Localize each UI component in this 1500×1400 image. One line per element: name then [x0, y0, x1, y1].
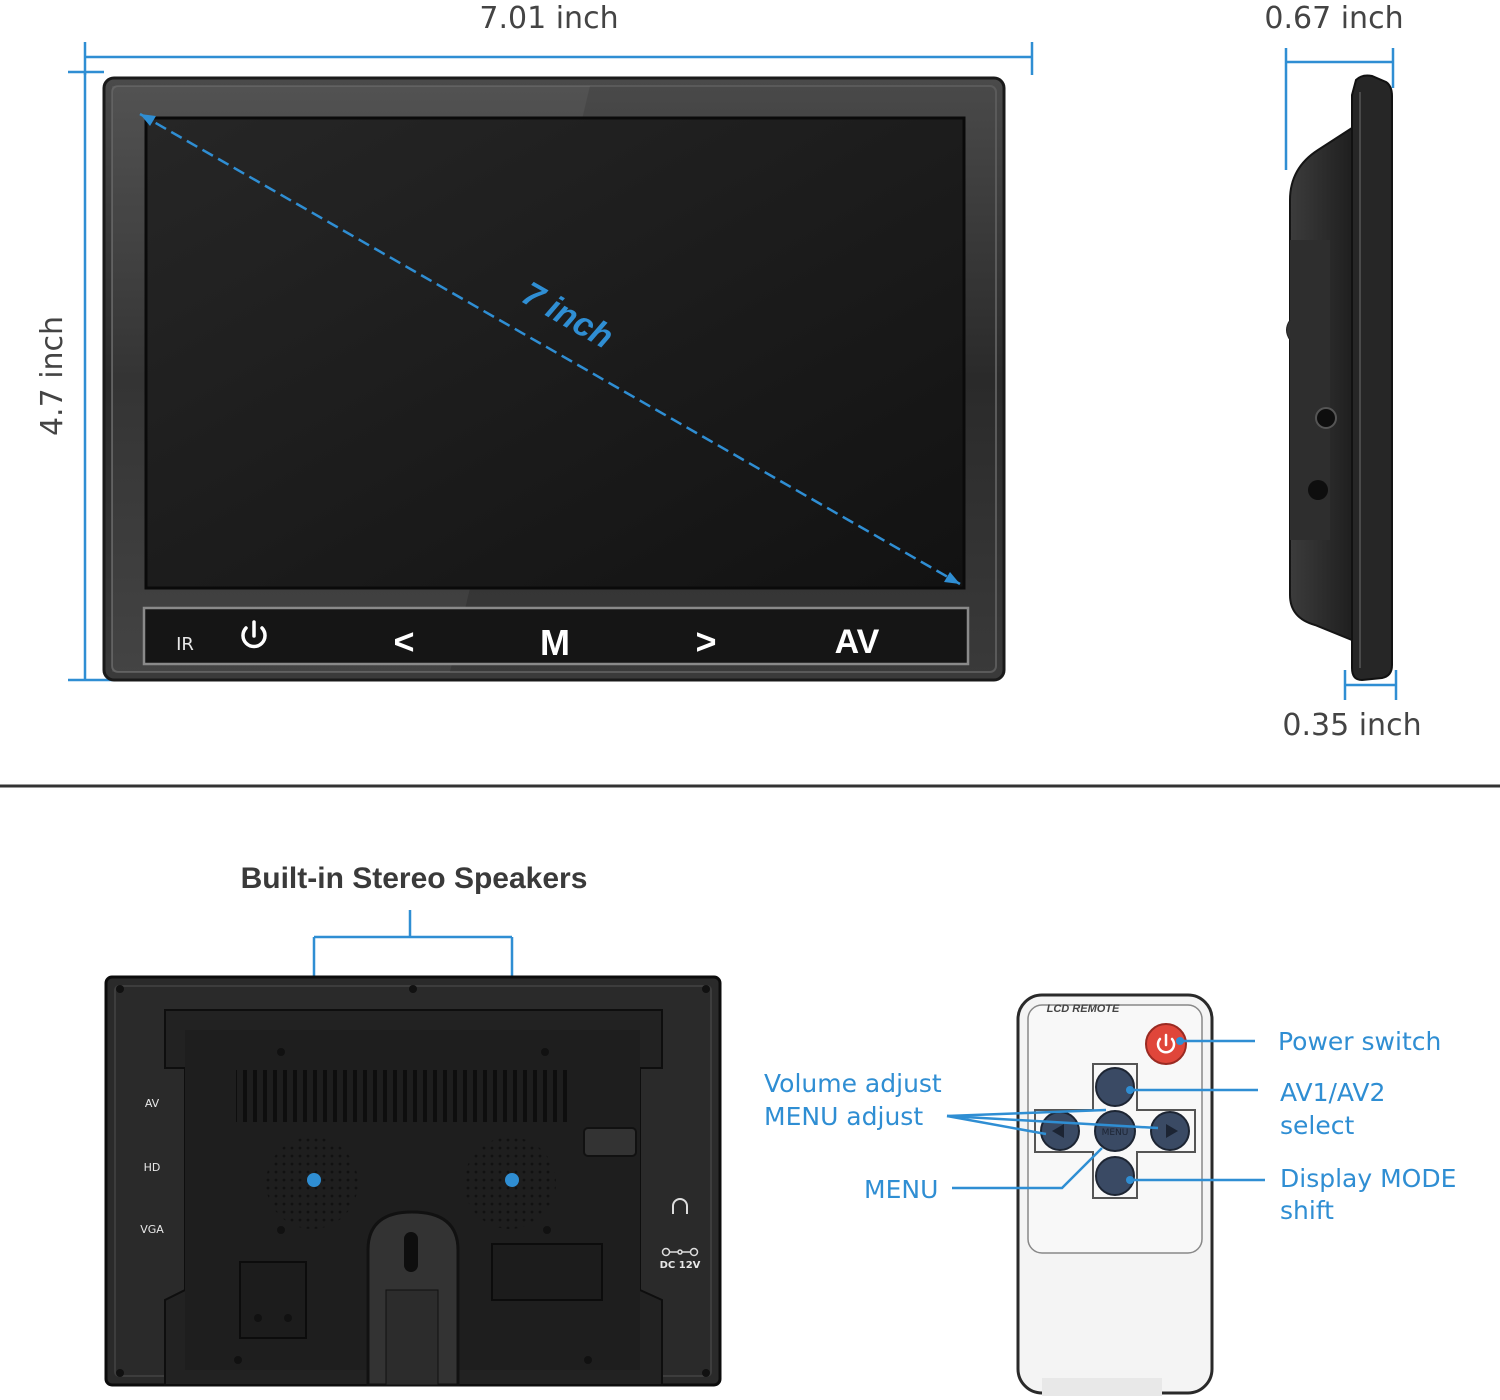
- diagonal-dimension-line: [139, 112, 961, 586]
- remote-menu-label: MENU: [1102, 1128, 1129, 1138]
- callout-av-select-line1: AV1/AV2: [1280, 1078, 1385, 1107]
- callout-volume-line1: Volume adjust: [764, 1069, 942, 1098]
- headphone-icon: [672, 1198, 688, 1214]
- power-icon: [241, 620, 267, 649]
- width-dimension-line: [83, 42, 1034, 75]
- depth-dimension-line: [1284, 48, 1395, 170]
- callout-display-mode-line1: Display MODE: [1280, 1164, 1456, 1193]
- speakers-heading: Built-in Stereo Speakers: [241, 862, 588, 895]
- arrow-left-icon: [1052, 1124, 1064, 1138]
- thin-edge-label: 0.35 inch: [1282, 708, 1421, 743]
- port-label-av: AV: [145, 1097, 160, 1110]
- depth-label: 0.67 inch: [1264, 1, 1403, 36]
- front-button-bar: [142, 606, 970, 666]
- port-label-vga: VGA: [140, 1223, 164, 1236]
- ir-sensor-label: IR: [176, 634, 194, 655]
- remote-brand-text: LCD REMOTE: [1047, 1003, 1120, 1015]
- vent-slots: [236, 1070, 572, 1122]
- port-label-hd: HD: [144, 1161, 161, 1174]
- key-right: >: [695, 621, 716, 662]
- key-av: AV: [835, 623, 880, 661]
- remote-power-icon: [1156, 1033, 1176, 1054]
- key-left: <: [393, 621, 414, 662]
- callout-menu: MENU: [864, 1175, 938, 1204]
- remote-control: LCD REMOTE MENU: [764, 993, 1456, 1396]
- remote-up-button[interactable]: [1095, 1067, 1135, 1107]
- key-menu: M: [540, 622, 570, 663]
- width-label: 7.01 inch: [479, 1, 618, 36]
- callout-display-mode-line2: shift: [1280, 1196, 1334, 1225]
- dc-12v-label: DC 12V: [660, 1260, 701, 1271]
- remote-down-button[interactable]: [1095, 1156, 1135, 1196]
- callout-lines: [946, 1039, 1265, 1190]
- remote-menu-button[interactable]: [1094, 1110, 1136, 1152]
- dc-polarity-icon: [661, 1247, 699, 1257]
- side-view: 0.67 inch 0.35 inch: [1264, 1, 1421, 743]
- front-view: 7.01 inch 4.7 inch 7 inch IR <: [35, 1, 1034, 682]
- height-label: 4.7 inch: [35, 316, 70, 436]
- arrow-right-icon: [1166, 1124, 1178, 1138]
- callout-power-switch: Power switch: [1278, 1027, 1441, 1056]
- callout-av-select-line2: select: [1280, 1111, 1354, 1140]
- callout-volume-line2: MENU adjust: [764, 1102, 923, 1131]
- thin-edge-dimension-line: [1343, 670, 1398, 700]
- rear-view: Built-in Stereo Speakers: [104, 862, 722, 1387]
